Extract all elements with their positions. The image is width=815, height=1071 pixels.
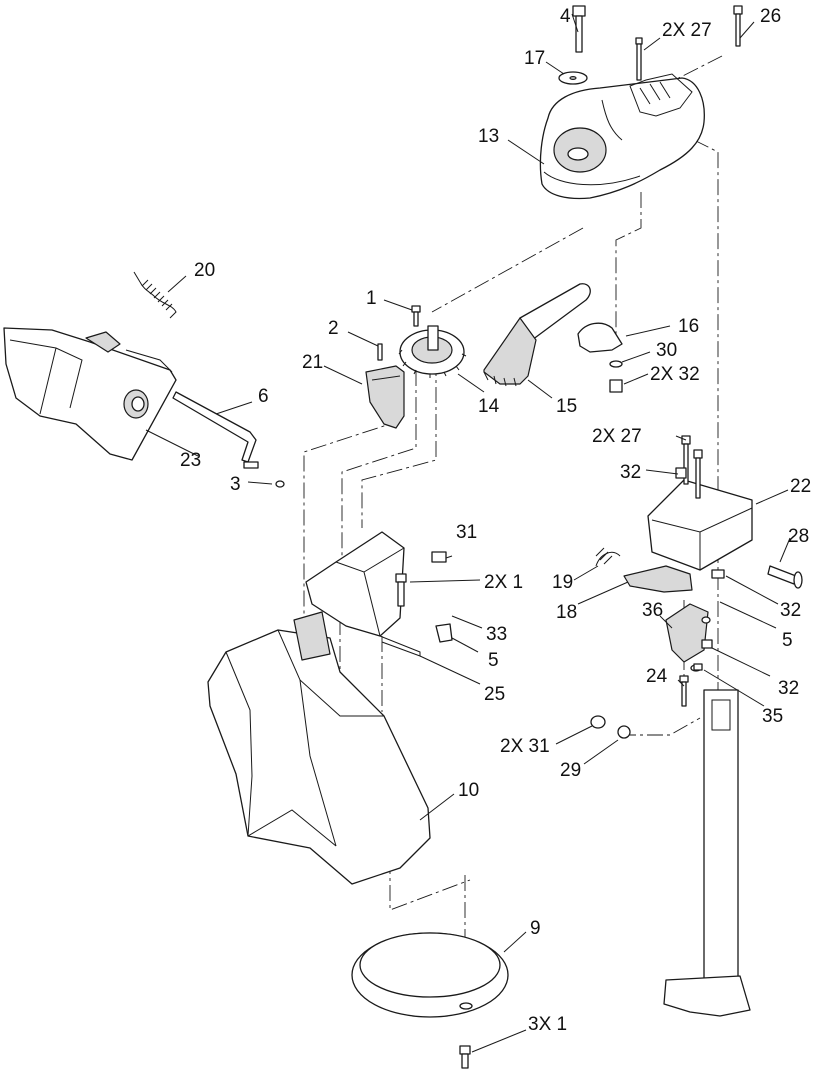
lower-fasteners <box>590 569 725 739</box>
callout-35: 35 <box>762 706 783 727</box>
callout-2x27-top: 2X 27 <box>662 20 712 41</box>
support-post <box>663 689 751 1017</box>
callout-31: 31 <box>456 522 477 543</box>
callout-22: 22 <box>790 476 811 497</box>
callout-4: 4 <box>560 6 571 27</box>
callout-32-low: 32 <box>778 678 799 699</box>
callout-33: 33 <box>486 624 507 645</box>
callout-9: 9 <box>530 918 541 939</box>
callout-16: 16 <box>678 316 699 337</box>
callout-25: 25 <box>484 684 505 705</box>
lever-18 <box>595 547 693 593</box>
lower-chute-10 <box>207 611 431 885</box>
chute-bracket-25 <box>305 531 453 657</box>
callout-leaders <box>145 13 791 1053</box>
callout-36: 36 <box>642 600 663 621</box>
callout-13: 13 <box>478 126 499 147</box>
callout-21: 21 <box>302 352 323 373</box>
callout-14: 14 <box>478 396 500 417</box>
callout-labels: 4 17 2X 27 26 13 20 1 2 21 6 23 3 14 15 … <box>180 6 811 1035</box>
callout-29: 29 <box>560 760 581 781</box>
link-36 <box>665 603 711 707</box>
callout-2x32: 2X 32 <box>650 364 700 385</box>
pin-28 <box>767 565 803 589</box>
callout-30: 30 <box>656 340 677 361</box>
callout-10: 10 <box>458 780 479 801</box>
callout-17: 17 <box>524 48 545 69</box>
callout-2x31: 2X 31 <box>500 736 550 757</box>
callout-19: 19 <box>552 572 573 593</box>
callout-1: 1 <box>366 288 377 309</box>
callout-6: 6 <box>258 386 269 407</box>
callout-5-left: 5 <box>488 650 499 671</box>
upper-chute-housing <box>539 73 705 200</box>
callout-15: 15 <box>556 396 577 417</box>
ring-9 <box>351 932 509 1069</box>
callout-3x1: 3X 1 <box>528 1014 567 1035</box>
bracket-21 <box>365 343 405 429</box>
callout-5-right: 5 <box>782 630 793 651</box>
clamp-16 <box>577 322 623 393</box>
callout-18: 18 <box>556 602 577 623</box>
callout-3: 3 <box>230 474 241 495</box>
callout-28: 28 <box>788 526 809 547</box>
callout-26: 26 <box>760 6 781 27</box>
callout-20: 20 <box>194 260 215 281</box>
top-fasteners <box>558 5 743 85</box>
callout-2x27-right: 2X 27 <box>592 426 642 447</box>
callout-23: 23 <box>180 450 201 471</box>
callout-2x1: 2X 1 <box>484 572 523 593</box>
deflector-23 <box>3 327 177 461</box>
callout-32-mid: 32 <box>780 600 801 621</box>
callout-32-top: 32 <box>620 462 641 483</box>
callout-2: 2 <box>328 318 339 339</box>
handle-15 <box>483 283 591 387</box>
mounting-plate-22 <box>647 435 753 571</box>
gear-14 <box>398 305 467 378</box>
rod-6 <box>172 391 285 488</box>
spring-20 <box>133 271 177 319</box>
callout-24: 24 <box>646 666 668 687</box>
